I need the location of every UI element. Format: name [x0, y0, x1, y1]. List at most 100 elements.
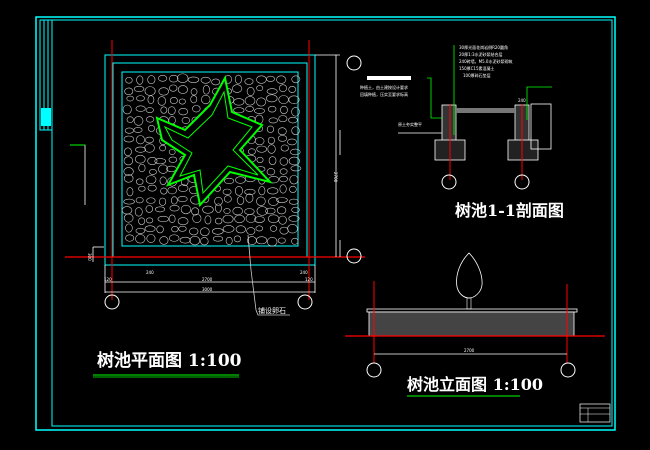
- pebble: [167, 186, 177, 195]
- pebble: [277, 135, 288, 142]
- pebble: [279, 157, 289, 166]
- pebble: [278, 215, 287, 225]
- pebble: [126, 187, 134, 197]
- pebble: [178, 98, 186, 105]
- dim-vertical: 2700: [333, 172, 338, 183]
- pebble: [256, 236, 268, 245]
- pebble: [123, 198, 135, 205]
- pebble: [235, 176, 246, 184]
- pebble: [276, 206, 287, 215]
- pebble: [268, 197, 279, 206]
- pebble: [212, 235, 224, 242]
- pebble: [177, 85, 188, 94]
- pebble: [244, 96, 256, 106]
- pebble: [158, 75, 168, 82]
- pebble: [147, 95, 155, 104]
- pebble: [168, 74, 179, 83]
- pebble: [232, 84, 243, 93]
- pebble: [190, 88, 198, 96]
- pebble: [168, 214, 176, 223]
- pebble: [133, 127, 143, 133]
- pebble: [124, 127, 134, 134]
- tree-pit-plan: [65, 40, 365, 316]
- pebble: [146, 116, 155, 123]
- pebble: [248, 148, 256, 155]
- pebble: [277, 127, 287, 136]
- section-left-note: 种植土，由土建按设计要求: [360, 84, 408, 90]
- pebble: [177, 217, 189, 226]
- dim-right-240: 240: [300, 270, 308, 275]
- pebble: [223, 195, 232, 203]
- pebble: [268, 156, 277, 165]
- pebble: [201, 94, 211, 105]
- pebble: [244, 188, 256, 195]
- section-left-note: 回填种植，压实至要求标高: [360, 91, 408, 97]
- pebble: [168, 156, 178, 163]
- pebble: [179, 236, 191, 244]
- pebble: [159, 197, 167, 206]
- pebble: [276, 75, 287, 84]
- pebble: [169, 97, 178, 105]
- dim-left-120: 120: [104, 277, 112, 282]
- pebble: [256, 145, 267, 153]
- pebble: [256, 206, 268, 216]
- pebble: [168, 149, 176, 155]
- pebble: [134, 154, 146, 164]
- pebble: [170, 196, 178, 205]
- pebble: [122, 104, 132, 115]
- pebble: [288, 215, 300, 222]
- pebble: [136, 75, 144, 85]
- pebble: [288, 95, 300, 105]
- pebble: [124, 147, 132, 157]
- pebble: [159, 236, 169, 245]
- pebble: [278, 84, 287, 92]
- pebble: [244, 208, 255, 215]
- pebble: [160, 106, 168, 114]
- section-note: 150厚C15素混凝土: [459, 65, 495, 71]
- section-note: 100厚碎石垫层: [463, 72, 491, 78]
- pebble: [215, 203, 222, 213]
- pebble: [222, 225, 235, 233]
- pebble: [291, 237, 299, 245]
- pebble: [233, 107, 245, 114]
- pebble: [135, 146, 146, 153]
- pebble: [177, 196, 188, 203]
- pebble: [245, 214, 257, 223]
- pebble: [158, 87, 169, 96]
- pebble: [178, 225, 187, 232]
- dim-left-240: 240: [146, 270, 154, 275]
- pebble: [266, 125, 275, 133]
- pebble: [254, 108, 265, 114]
- pebble: [223, 208, 231, 214]
- pebble: [254, 137, 265, 146]
- pebble: [146, 234, 156, 243]
- pebble: [136, 135, 145, 145]
- pebble: [267, 136, 275, 145]
- pebble: [289, 174, 299, 185]
- pebble: [135, 227, 146, 234]
- pebble: [200, 76, 211, 84]
- pebble: [190, 95, 198, 104]
- pebble: [222, 214, 234, 224]
- pebble: [135, 105, 146, 112]
- pebble: [123, 156, 134, 166]
- pebble: [222, 188, 232, 195]
- pebble: [123, 167, 134, 176]
- pebble: [200, 237, 209, 246]
- pebble: [258, 186, 266, 196]
- pebble: [121, 206, 133, 215]
- pebble: [245, 106, 254, 112]
- pebble: [145, 175, 157, 184]
- pebble: [246, 227, 256, 235]
- pebble: [145, 136, 154, 144]
- section-note: 240砖墙，M5.0水泥砂浆砌筑: [459, 58, 512, 64]
- pebble: [265, 207, 276, 215]
- pebble: [291, 206, 300, 213]
- pebble: [157, 96, 166, 106]
- pebble: [287, 224, 298, 234]
- pebble: [189, 235, 201, 246]
- pebble: [133, 116, 144, 126]
- pebble: [177, 73, 189, 83]
- tree-pit-elevation: [345, 252, 605, 378]
